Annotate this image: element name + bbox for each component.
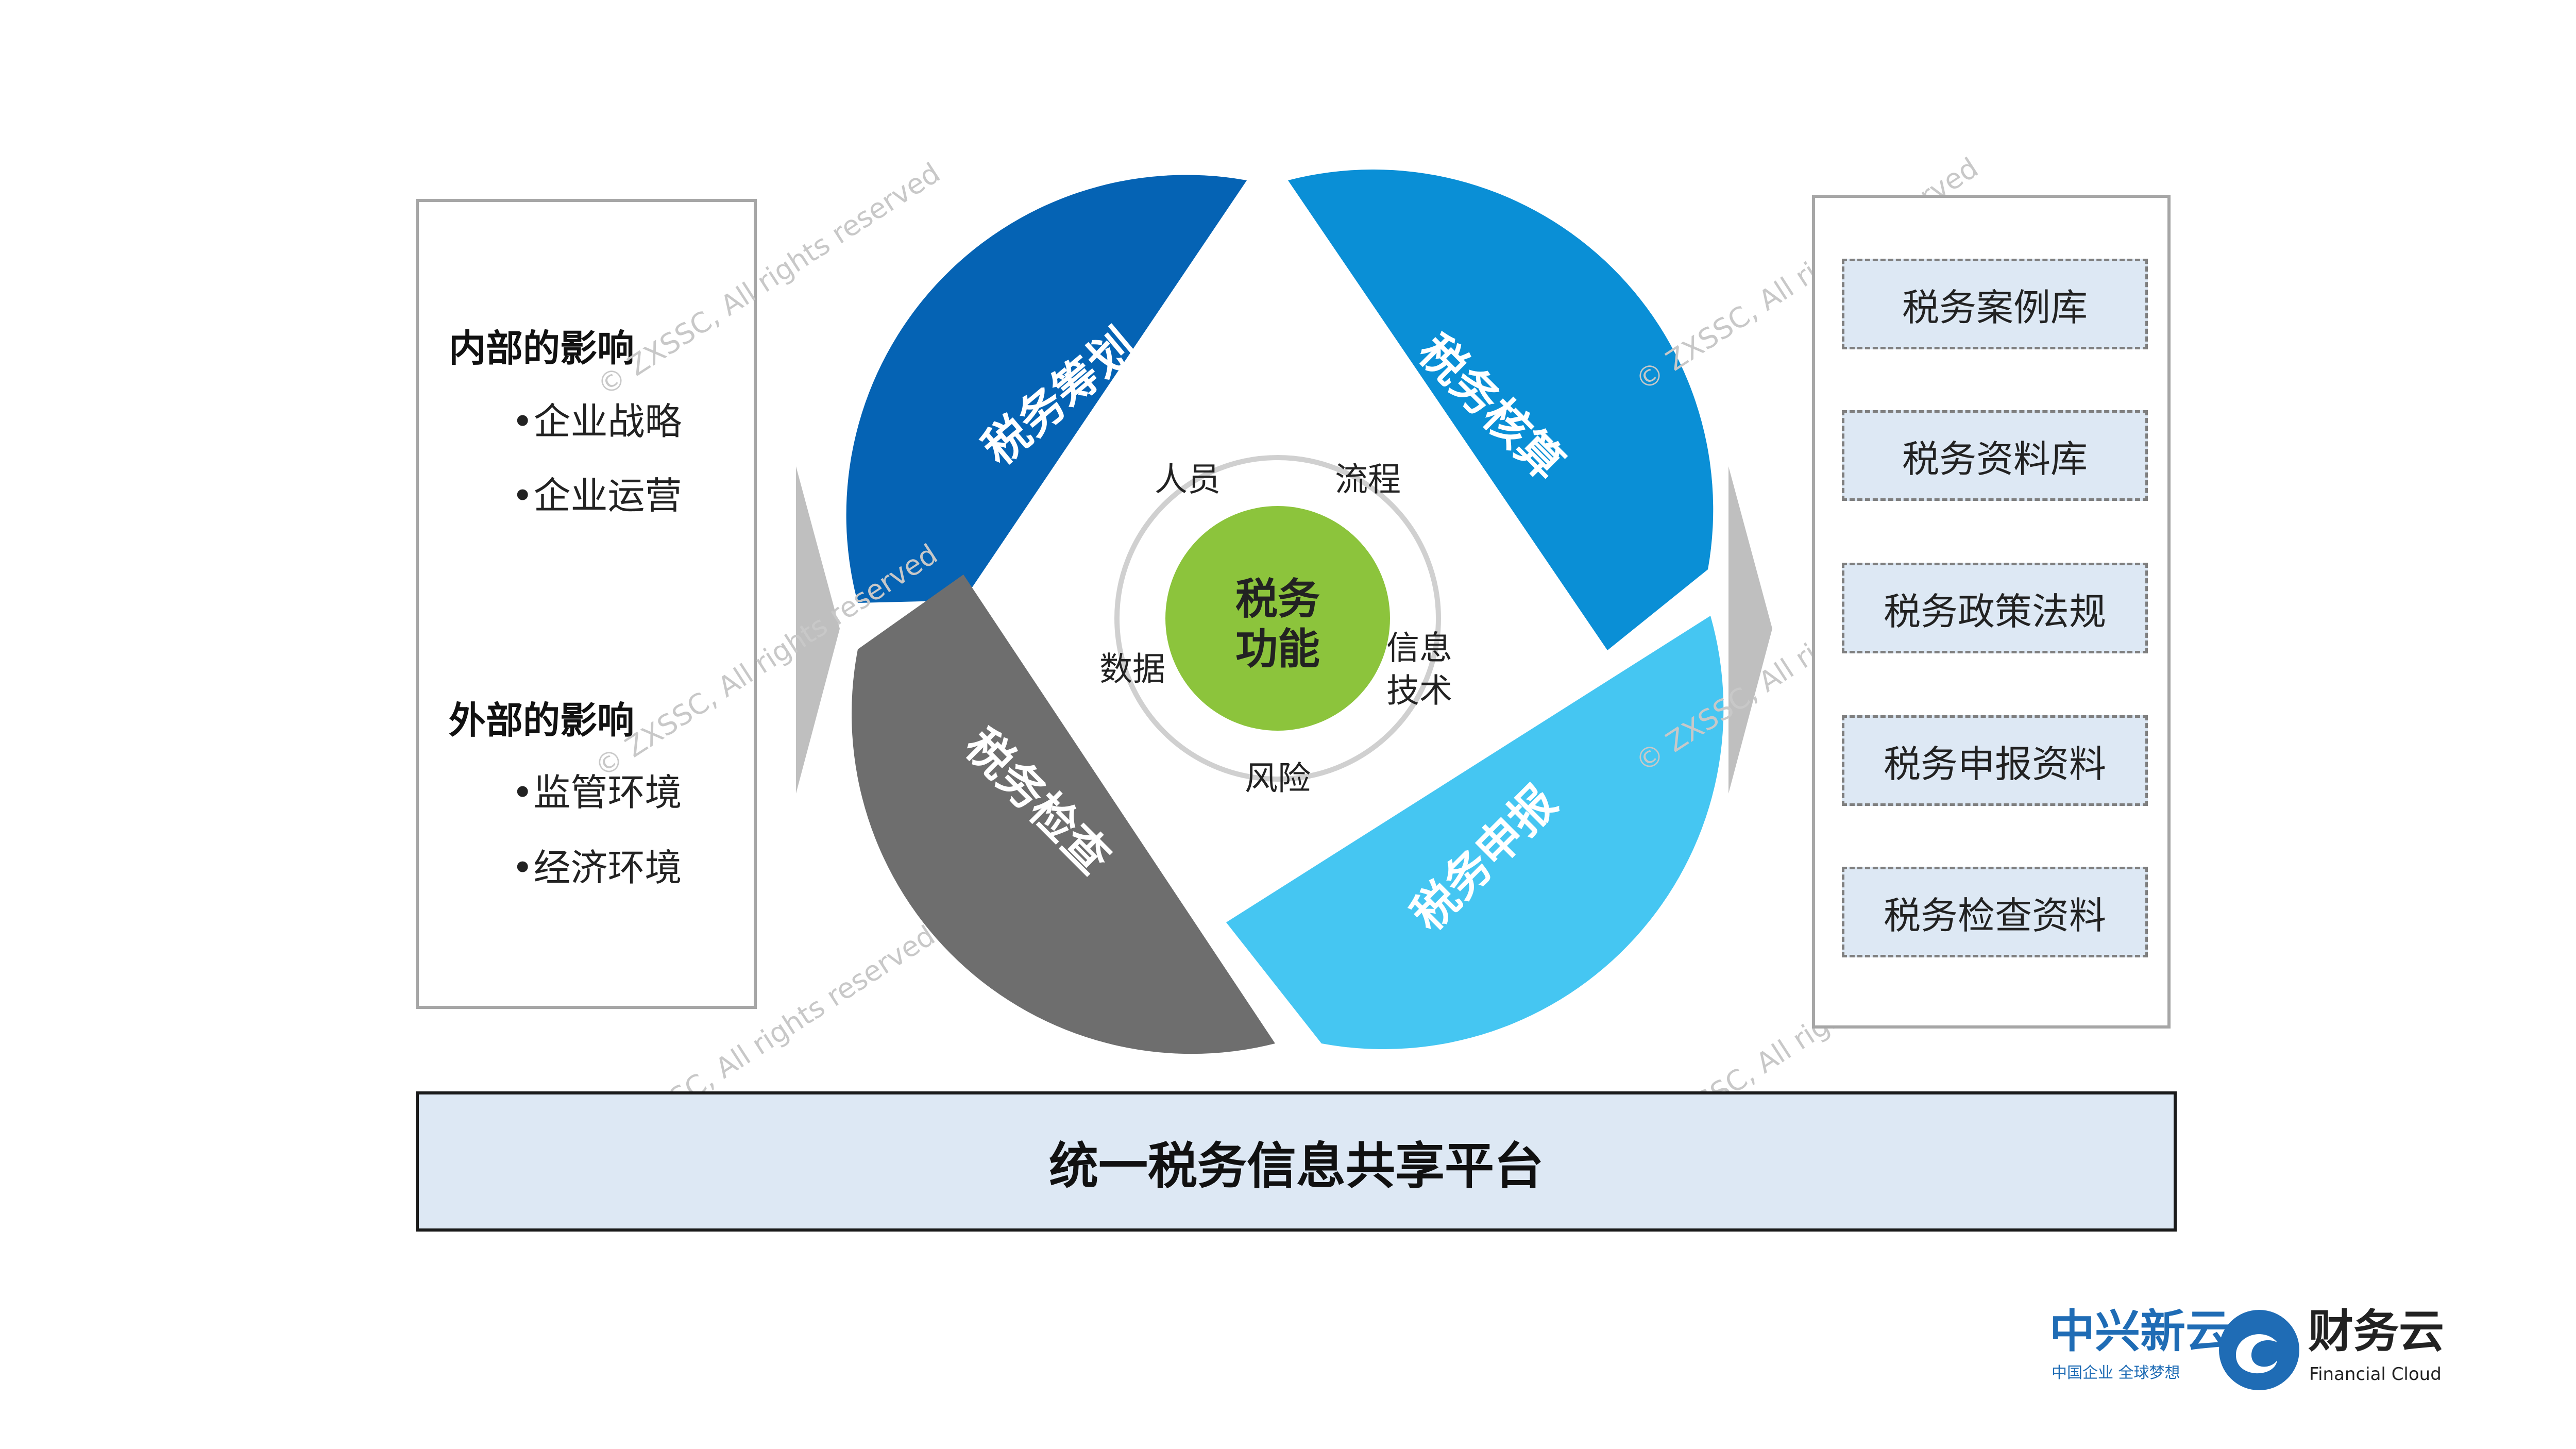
- tax-function-center: [1165, 506, 1390, 731]
- external-influence-item: •经济环境: [512, 846, 682, 889]
- input-arrow-icon: [796, 466, 840, 794]
- brand-slogan: 中国企业 全球梦想: [2052, 1364, 2180, 1382]
- internal-influence-heading: 内部的影响: [449, 327, 635, 370]
- element-ring: [1114, 455, 1441, 782]
- element-it-line2: 技术: [1386, 672, 1452, 711]
- segment-tax-filing: [1226, 616, 1724, 1050]
- brand-name-cn: 中兴新云: [2049, 1305, 2231, 1358]
- internal-influence-item: •企业战略: [512, 400, 682, 443]
- center-label-line1: 税务: [1235, 575, 1320, 624]
- financial-cloud-logo-icon: [2219, 1310, 2299, 1390]
- external-influence-item: •监管环境: [512, 771, 682, 814]
- library-item: 税务申报资料: [1842, 715, 2148, 806]
- element-risk: 风险: [1245, 760, 1311, 798]
- element-it-line1: 信息: [1386, 630, 1452, 668]
- element-data: 数据: [1099, 651, 1165, 689]
- library-item: 税务资料库: [1842, 410, 2148, 501]
- center-label-line2: 功能: [1235, 625, 1320, 673]
- segment-tax-inspection: [852, 575, 1275, 1054]
- library-item: 税务案例库: [1842, 259, 2148, 349]
- library-item: 税务政策法规: [1842, 563, 2148, 653]
- element-process: 流程: [1335, 461, 1401, 499]
- library-item: 税务检查资料: [1842, 867, 2148, 957]
- segment-tax-accounting: [1288, 169, 1714, 650]
- element-people: 人员: [1155, 461, 1221, 499]
- output-arrow-icon: [1728, 466, 1772, 794]
- influences-panel: 内部的影响 •企业战略 •企业运营 外部的影响 •监管环境 •经济环境: [416, 199, 757, 1009]
- external-influence-heading: 外部的影响: [449, 699, 635, 742]
- brand-product-cn: 财务云: [2308, 1305, 2445, 1358]
- tax-library-panel: 税务案例库 税务资料库 税务政策法规 税务申报资料 税务检查资料: [1812, 195, 2171, 1029]
- shared-platform-bar: 统一税务信息共享平台: [416, 1091, 2177, 1232]
- segment-tax-planning: [846, 175, 1247, 603]
- brand-product-en: Financial Cloud: [2309, 1364, 2442, 1385]
- internal-influence-item: •企业运营: [512, 474, 682, 517]
